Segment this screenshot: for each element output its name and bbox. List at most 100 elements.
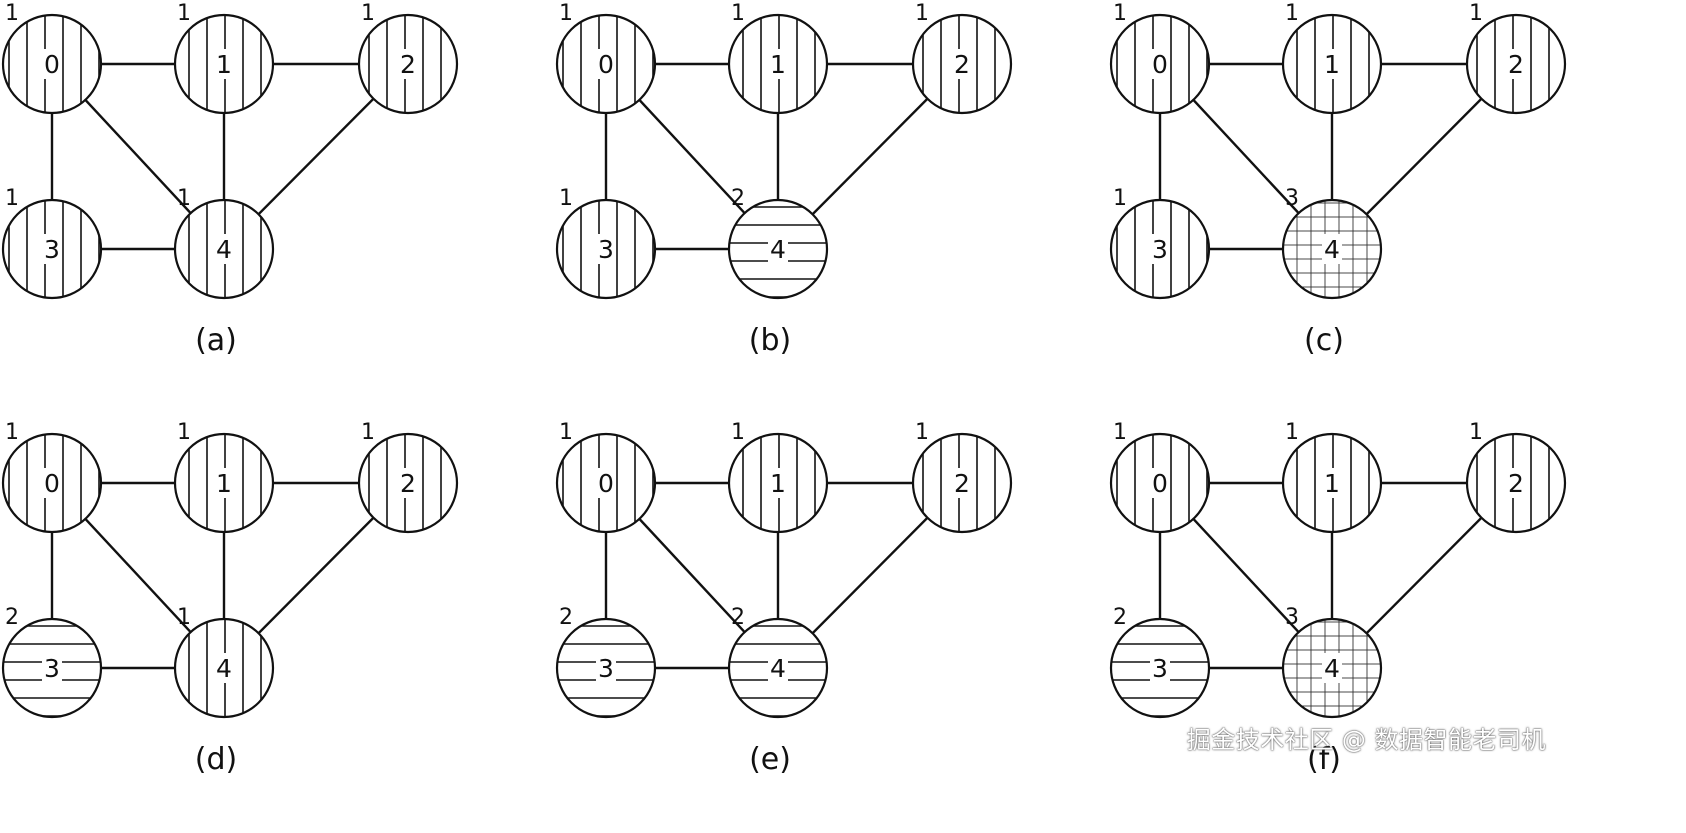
graph-node: 32 [1, 605, 103, 719]
node-label-backing [952, 468, 972, 498]
node-label-backing [398, 49, 418, 79]
graph-node: 01 [1, 1, 103, 115]
graph-node: 11 [1281, 1, 1383, 115]
node-id-label: 2 [1508, 50, 1524, 79]
panel-caption: (b) [749, 323, 791, 358]
panel-caption: (f) [1307, 742, 1341, 777]
node-id-label: 2 [954, 469, 970, 498]
node-color-number: 1 [5, 1, 19, 26]
node-id-label: 4 [770, 654, 786, 683]
graph-node: 01 [1, 420, 103, 534]
watermark-text: 掘金技术社区 @ 数据智能老司机 [1186, 726, 1546, 754]
node-color-number: 1 [1113, 1, 1127, 26]
graph-node: 21 [911, 420, 1013, 534]
graph-node: 21 [911, 1, 1013, 115]
graph-node: 42 [727, 186, 829, 300]
node-label-backing [768, 468, 788, 498]
node-label-backing [42, 49, 62, 79]
node-id-label: 0 [598, 50, 614, 79]
node-label-backing [214, 653, 234, 683]
node-id-label: 3 [44, 235, 60, 264]
node-id-label: 3 [1152, 235, 1168, 264]
node-label-backing [596, 234, 616, 264]
node-id-label: 2 [1508, 469, 1524, 498]
node-label-backing [768, 49, 788, 79]
node-label-backing [1150, 49, 1170, 79]
node-id-label: 3 [598, 654, 614, 683]
node-color-number: 1 [177, 605, 191, 630]
node-label-backing [214, 468, 234, 498]
node-id-label: 1 [1324, 50, 1340, 79]
graph-node: 21 [357, 420, 459, 534]
node-id-label: 1 [216, 469, 232, 498]
node-color-number: 1 [177, 420, 191, 445]
graph-node: 21 [1465, 420, 1567, 534]
node-color-number: 1 [361, 1, 375, 26]
graph-node: 11 [1281, 420, 1383, 534]
panels: 0111213141(a)0111213142(b)0111213143(c)0… [1, 1, 1567, 777]
node-id-label: 0 [1152, 469, 1168, 498]
graph-node: 01 [555, 420, 657, 534]
node-color-number: 1 [731, 1, 745, 26]
node-color-number: 1 [915, 1, 929, 26]
node-color-number: 1 [1285, 420, 1299, 445]
node-color-number: 1 [1285, 1, 1299, 26]
graph-node: 01 [1109, 1, 1211, 115]
node-label-backing [1322, 468, 1342, 498]
node-color-number: 2 [731, 605, 745, 630]
graph-node: 41 [173, 605, 275, 719]
node-color-number: 1 [1469, 1, 1483, 26]
graph-node: 11 [727, 420, 829, 534]
node-id-label: 4 [1324, 654, 1340, 683]
node-id-label: 4 [216, 235, 232, 264]
graph-node: 01 [1109, 420, 1211, 534]
graph-node: 11 [727, 1, 829, 115]
node-id-label: 3 [44, 654, 60, 683]
node-id-label: 4 [770, 235, 786, 264]
graph-node: 01 [555, 1, 657, 115]
graph-node: 32 [555, 605, 657, 719]
node-label-backing [1506, 468, 1526, 498]
node-color-number: 2 [5, 605, 19, 630]
node-id-label: 0 [44, 469, 60, 498]
node-color-number: 3 [1285, 186, 1299, 211]
node-id-label: 3 [598, 235, 614, 264]
panel-caption: (e) [749, 742, 791, 777]
node-label-backing [1322, 653, 1342, 683]
node-color-number: 2 [1113, 605, 1127, 630]
node-label-backing [42, 234, 62, 264]
node-id-label: 2 [954, 50, 970, 79]
node-color-number: 3 [1285, 605, 1299, 630]
node-id-label: 1 [770, 50, 786, 79]
graph-node: 31 [1109, 186, 1211, 300]
node-id-label: 2 [400, 469, 416, 498]
panel-caption: (c) [1304, 323, 1344, 358]
graph-node: 11 [173, 1, 275, 115]
node-id-label: 1 [770, 469, 786, 498]
node-label-backing [42, 653, 62, 683]
node-label-backing [42, 468, 62, 498]
node-color-number: 1 [177, 186, 191, 211]
graph-node: 21 [1465, 1, 1567, 115]
node-color-number: 1 [731, 420, 745, 445]
node-label-backing [1150, 468, 1170, 498]
node-id-label: 1 [216, 50, 232, 79]
graph-node: 43 [1281, 186, 1383, 300]
graph-node: 31 [1, 186, 103, 300]
node-color-number: 1 [559, 1, 573, 26]
node-label-backing [768, 234, 788, 264]
graph-node: 32 [1109, 605, 1211, 719]
node-label-backing [596, 49, 616, 79]
node-label-backing [214, 49, 234, 79]
node-color-number: 1 [5, 186, 19, 211]
node-color-number: 1 [1469, 420, 1483, 445]
graph-node: 31 [555, 186, 657, 300]
node-id-label: 0 [1152, 50, 1168, 79]
node-color-number: 2 [731, 186, 745, 211]
node-id-label: 0 [44, 50, 60, 79]
